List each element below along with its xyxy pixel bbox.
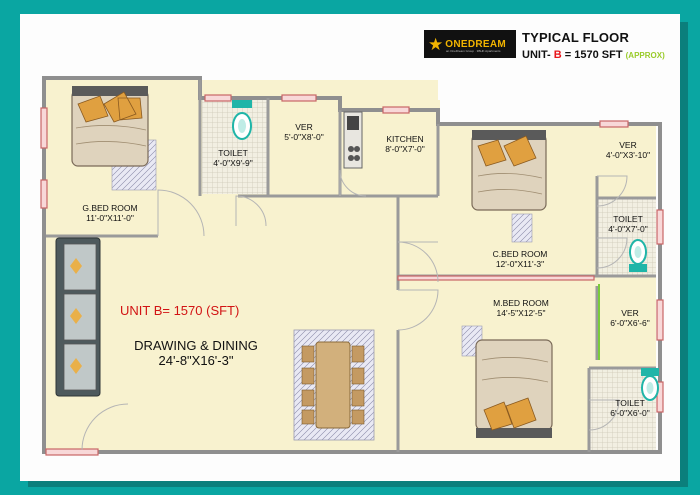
room-name: G.BED ROOM bbox=[82, 203, 138, 213]
room-size: 4'-0"X3'-10" bbox=[605, 150, 651, 160]
star-icon: ★ bbox=[428, 34, 444, 54]
room-size: 4'-0"X9'-9" bbox=[213, 158, 253, 168]
room-size: 4'-0"X7'-0" bbox=[608, 224, 648, 234]
room-size: 11'-0"X11'-0" bbox=[86, 213, 134, 223]
toilet-2-fixture bbox=[629, 239, 647, 272]
children-bedroom-label: C.BED ROOM 12'-0"X11'-3" bbox=[480, 249, 560, 269]
brand-tagline: an OneDream Group · 3BHK Apartments bbox=[446, 49, 501, 53]
toilet-1-fixture bbox=[232, 100, 252, 140]
approx-note: (APPROX) bbox=[625, 51, 665, 60]
guest-bed bbox=[71, 86, 157, 191]
toilet-2-label: TOILET 4'-0"X7'-0" bbox=[597, 214, 659, 234]
page-title: TYPICAL FLOOR bbox=[522, 30, 630, 45]
room-size: 8'-0"X7'-0" bbox=[385, 144, 425, 154]
room-name: VER bbox=[295, 122, 313, 132]
room-name: TOILET bbox=[615, 398, 645, 408]
sheet-shadow bbox=[680, 22, 688, 485]
room-name: M.BED ROOM bbox=[493, 298, 549, 308]
sheet-shadow bbox=[28, 481, 688, 487]
children-bed bbox=[471, 130, 547, 243]
verandah-2-label: VER 4'-0"X3'-10" bbox=[597, 140, 659, 160]
room-size: 24'-8"X16'-3" bbox=[158, 353, 234, 368]
room-name: VER bbox=[619, 140, 637, 150]
room-name: VER bbox=[621, 308, 639, 318]
unit-letter: B bbox=[553, 49, 562, 61]
guest-bedroom-label: G.BED ROOM 11'-0"X11'-0" bbox=[58, 203, 162, 223]
inner-walls bbox=[46, 80, 656, 452]
unit-area: = 1570 SFT bbox=[561, 49, 623, 61]
room-size: 6'-0"X6'-0" bbox=[610, 408, 650, 418]
room-name: TOILET bbox=[613, 214, 643, 224]
brand-logo: ★ ONEDREAM an OneDream Group · 3BHK Apar… bbox=[424, 30, 516, 58]
drawing-dining-label: DRAWING & DINING 24'-8"X16'-3" bbox=[110, 338, 282, 368]
room-name: KITCHEN bbox=[386, 134, 424, 144]
windows bbox=[40, 94, 664, 456]
room-size: 14'-5"X12'-5" bbox=[496, 308, 546, 318]
master-bed bbox=[461, 325, 553, 438]
kitchen-label: KITCHEN 8'-0"X7'-0" bbox=[372, 134, 438, 154]
room-name: TOILET bbox=[218, 148, 248, 158]
verandah-3-label: VER 6'-0"X6'-6" bbox=[602, 308, 658, 328]
toilet-3-fixture bbox=[641, 368, 659, 401]
room-size: 5'-0"X8'-0" bbox=[284, 132, 324, 142]
kitchen-counter bbox=[343, 111, 363, 169]
toilet-1-label: TOILET 4'-0"X9'-9" bbox=[200, 148, 266, 168]
room-size: 12'-0"X11'-3" bbox=[495, 259, 545, 269]
unit-area-note: UNIT B= 1570 (SFT) bbox=[120, 303, 240, 318]
master-bedroom-label: M.BED ROOM 14'-5"X12'-5" bbox=[476, 298, 566, 318]
brand-name: ONEDREAM bbox=[445, 38, 506, 50]
door-swings bbox=[81, 169, 628, 451]
unit-heading: UNIT- B = 1570 SFT (APPROX) bbox=[522, 49, 665, 61]
room-name: C.BED ROOM bbox=[492, 249, 548, 259]
verandah-1-label: VER 5'-0"X8'-0" bbox=[270, 122, 338, 142]
room-size: 6'-0"X6'-6" bbox=[610, 318, 650, 328]
toilet-3-label: TOILET 6'-0"X6'-0" bbox=[602, 398, 658, 418]
sofa bbox=[55, 237, 101, 397]
wet-area-floor bbox=[202, 98, 656, 450]
unit-prefix: UNIT- bbox=[522, 49, 554, 61]
dining-table bbox=[293, 329, 375, 441]
room-name: DRAWING & DINING bbox=[134, 338, 258, 353]
